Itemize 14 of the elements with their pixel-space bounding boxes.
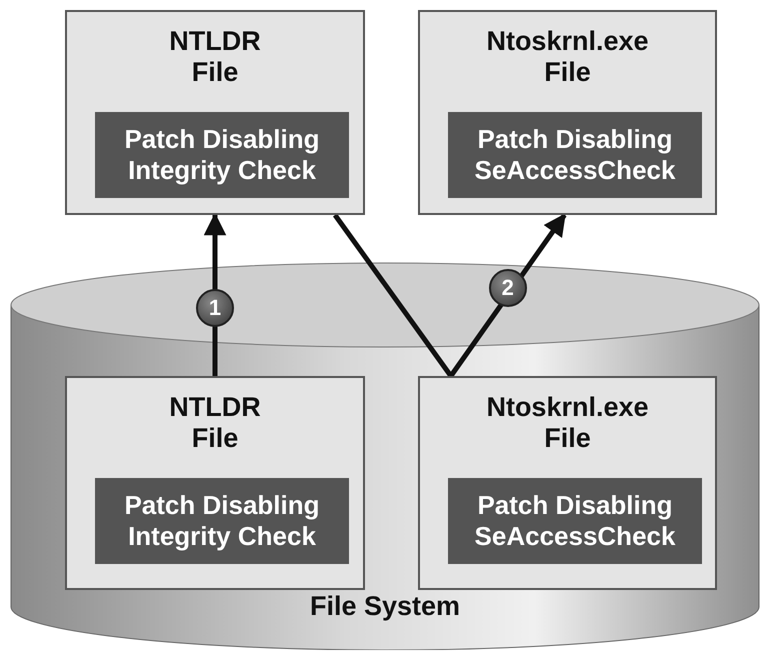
- file-box: [65, 10, 365, 215]
- file-title: Ntoskrnl.exe File: [486, 392, 649, 454]
- file-title: NTLDR File: [169, 392, 261, 454]
- connector-line: [332, 214, 453, 378]
- patch-box: Patch Disabling Integrity Check: [95, 478, 349, 564]
- file-box: [418, 10, 717, 215]
- cylinder-label: File System: [308, 591, 462, 622]
- file-box: [418, 376, 717, 590]
- file-title: NTLDR File: [169, 26, 261, 88]
- patch-box: Patch Disabling SeAccessCheck: [448, 478, 702, 564]
- file-box: [65, 376, 365, 590]
- file-title: Ntoskrnl.exe File: [486, 26, 649, 88]
- patch-box: Patch Disabling SeAccessCheck: [448, 112, 702, 198]
- patch-box: Patch Disabling Integrity Check: [95, 112, 349, 198]
